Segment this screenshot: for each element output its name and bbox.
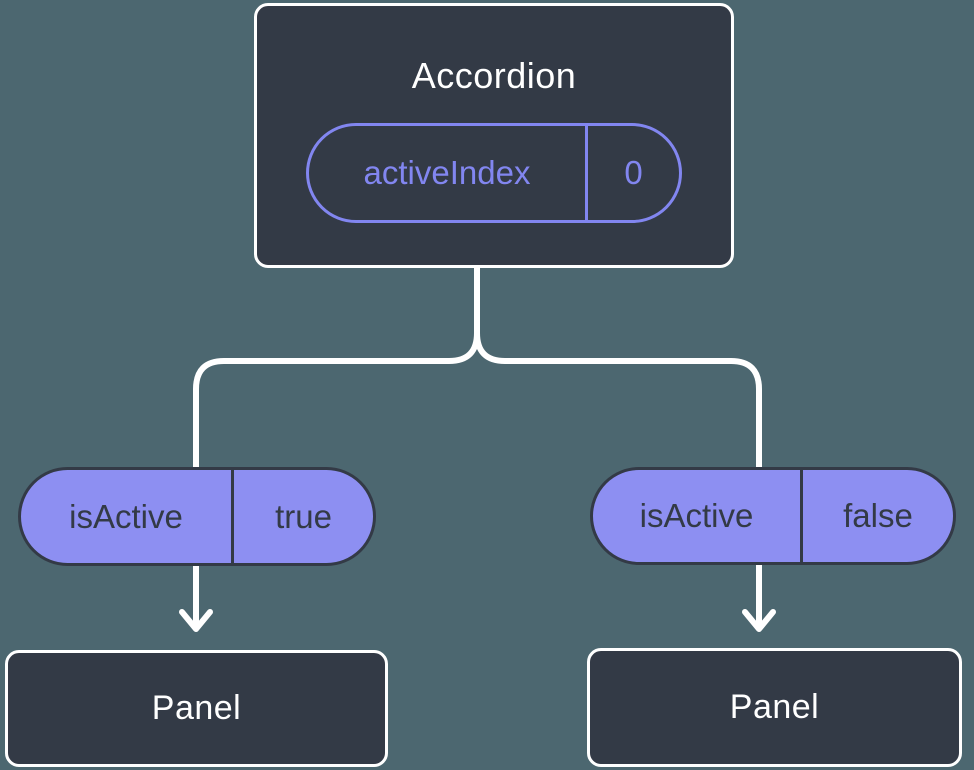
prop-value: false (800, 470, 953, 562)
arrow-down-icon (179, 609, 213, 632)
state-pill: activeIndex 0 (306, 123, 682, 223)
panel-node-right: Panel (587, 648, 962, 767)
prop-name: isActive (639, 497, 754, 534)
prop-name: isActive (69, 497, 183, 535)
connector-branch-left (193, 330, 480, 473)
connector-branch-right (474, 330, 762, 473)
state-value: 0 (585, 126, 679, 220)
arrow-down-icon (742, 609, 776, 632)
panel-node-title: Panel (729, 688, 820, 726)
accordion-node-title: Accordion (411, 55, 577, 96)
prop-pill-left: isActive true (18, 467, 376, 566)
accordion-node: Accordion activeIndex 0 (254, 3, 734, 268)
panel-node-title: Panel (151, 689, 242, 727)
prop-value: true (231, 470, 373, 563)
state-name: activeIndex (363, 154, 531, 191)
prop-pill-right: isActive false (590, 467, 956, 565)
panel-node-left: Panel (5, 650, 388, 767)
